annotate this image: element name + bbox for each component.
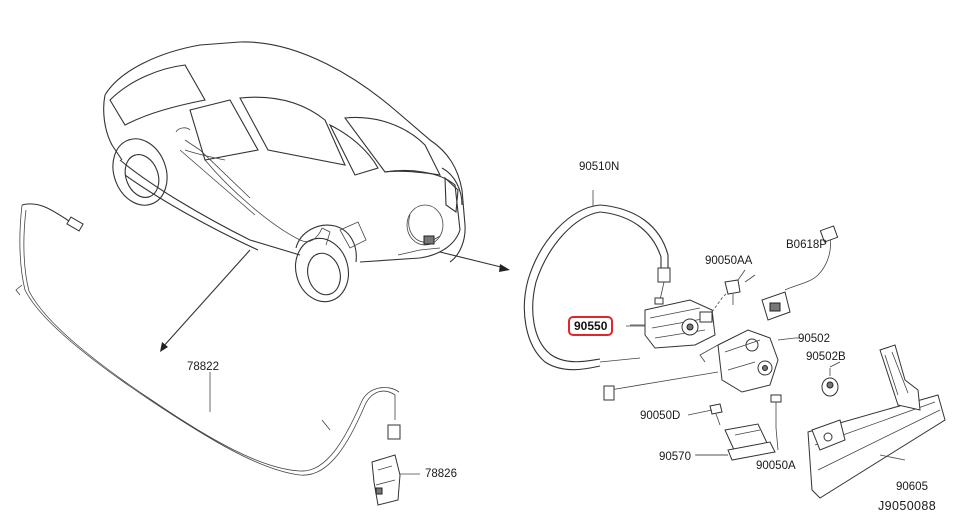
label-90570: 90570 bbox=[659, 451, 691, 463]
label-leaders bbox=[626, 274, 841, 456]
bolt-90050A bbox=[770, 394, 782, 451]
actuator-90550 bbox=[630, 289, 731, 349]
switch-B0618P bbox=[761, 225, 839, 321]
label-B0618P: B0618P bbox=[786, 239, 827, 251]
bracket-78826 bbox=[371, 454, 420, 506]
diagram-code: J9050088 bbox=[878, 499, 937, 513]
label-78822: 78822 bbox=[187, 361, 219, 373]
label-78826: 78826 bbox=[425, 468, 457, 480]
pointer-arrows bbox=[160, 249, 510, 352]
label-90050D: 90050D bbox=[640, 410, 681, 422]
handle-90605 bbox=[807, 344, 946, 499]
car-illustration bbox=[103, 41, 466, 303]
hatch-cable-90510N bbox=[523, 190, 671, 371]
label-90510N: 90510N bbox=[579, 161, 620, 173]
nut-90502B bbox=[821, 368, 839, 397]
label-90050AA: 90050AA bbox=[705, 255, 753, 267]
release-cable-78822 bbox=[15, 203, 401, 476]
latch-90502 bbox=[603, 329, 796, 401]
label-90502B: 90502B bbox=[806, 351, 846, 363]
bolt-90050D bbox=[709, 403, 723, 426]
label-90605: 90605 bbox=[896, 481, 928, 493]
label-90050A: 90050A bbox=[756, 460, 796, 472]
label-90502: 90502 bbox=[798, 333, 830, 345]
label-90550-highlighted[interactable]: 90550 bbox=[568, 316, 614, 336]
bolt-90050AA bbox=[724, 269, 746, 305]
